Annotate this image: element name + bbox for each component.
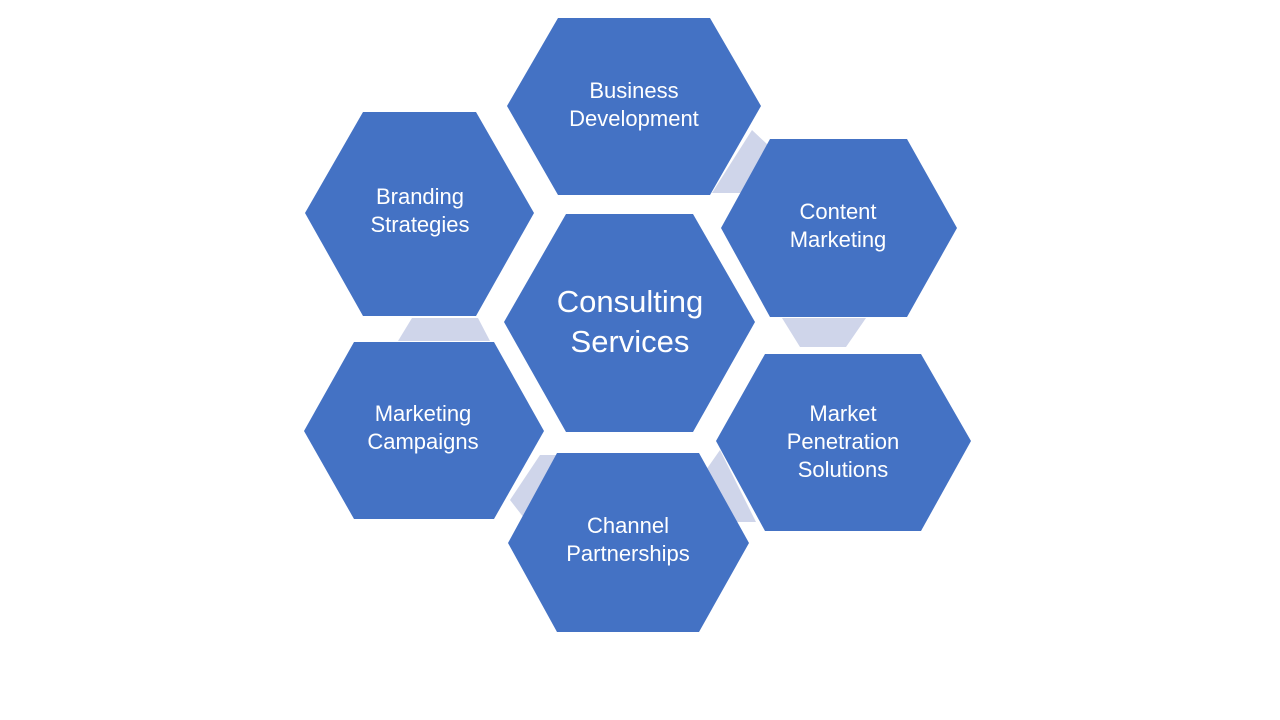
connector-content-market [782,318,866,347]
connector-channel-campaigns [510,455,558,518]
hexagon-marketing-campaigns [304,342,544,519]
hexagon-channel-partnerships [508,453,749,632]
center-label: Consulting Services [556,284,704,359]
marketing-campaigns-label: Marketing Campaigns [367,400,479,454]
branding-strategies-label: Branding Strategies [370,183,470,237]
hexagon-market-penetration [716,354,971,531]
connector-business-content [712,130,768,193]
business-development-label: Business Development [569,77,699,131]
hexagon-center [504,214,755,432]
hexagon-branding-strategies [305,112,534,316]
content-marketing-label: Content Marketing [789,198,887,252]
channel-partnerships-label: Channel Partnerships [566,512,690,566]
market-penetration-label: Market Penetration Solutions [786,400,900,483]
connector-market-channel [706,450,756,522]
connector-campaigns-branding [398,318,490,341]
hexagon-content-marketing [721,139,957,317]
hexagon-business-development [507,18,761,195]
